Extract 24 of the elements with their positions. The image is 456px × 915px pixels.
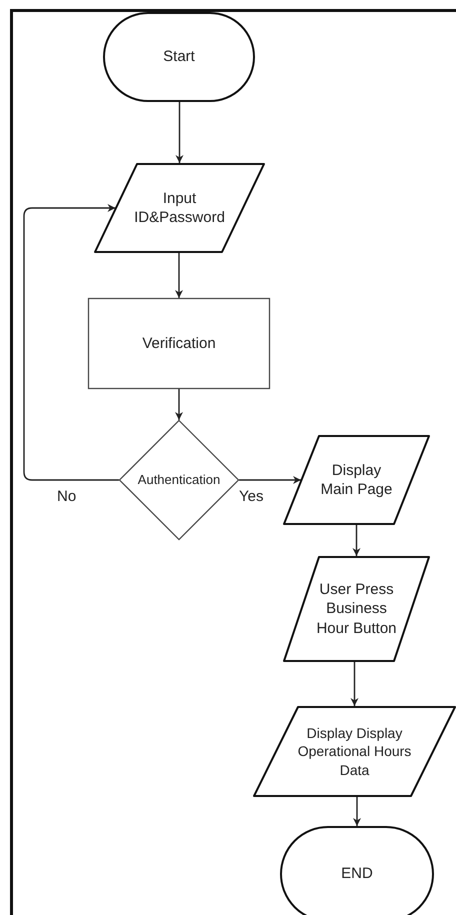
edge-label: Yes xyxy=(239,489,264,504)
arrow xyxy=(175,253,183,298)
node-label: Start xyxy=(163,47,195,67)
arrow xyxy=(239,476,301,484)
arrow xyxy=(352,525,360,556)
arrow xyxy=(350,662,358,706)
node-label: END xyxy=(341,864,373,884)
input-output-shape xyxy=(94,163,265,253)
node-label: Verification xyxy=(142,334,216,354)
arrow xyxy=(23,204,119,481)
decision-diamond xyxy=(119,420,239,540)
arrow xyxy=(353,797,361,826)
input-output-shape xyxy=(283,556,430,662)
arrow xyxy=(175,389,183,420)
edge-label: No xyxy=(57,489,76,504)
node-label: Display Display Operational Hours Data xyxy=(296,724,412,779)
node-label: Authentication xyxy=(138,472,220,488)
input-output-shape xyxy=(283,435,430,525)
node-label: Display Main Page xyxy=(320,460,394,500)
input-output-shape xyxy=(253,706,456,797)
node-label: User Press Business Hour Button xyxy=(315,580,398,638)
arrow xyxy=(176,102,184,163)
node-label: Input ID&Password xyxy=(133,188,226,228)
process-box xyxy=(88,298,270,389)
